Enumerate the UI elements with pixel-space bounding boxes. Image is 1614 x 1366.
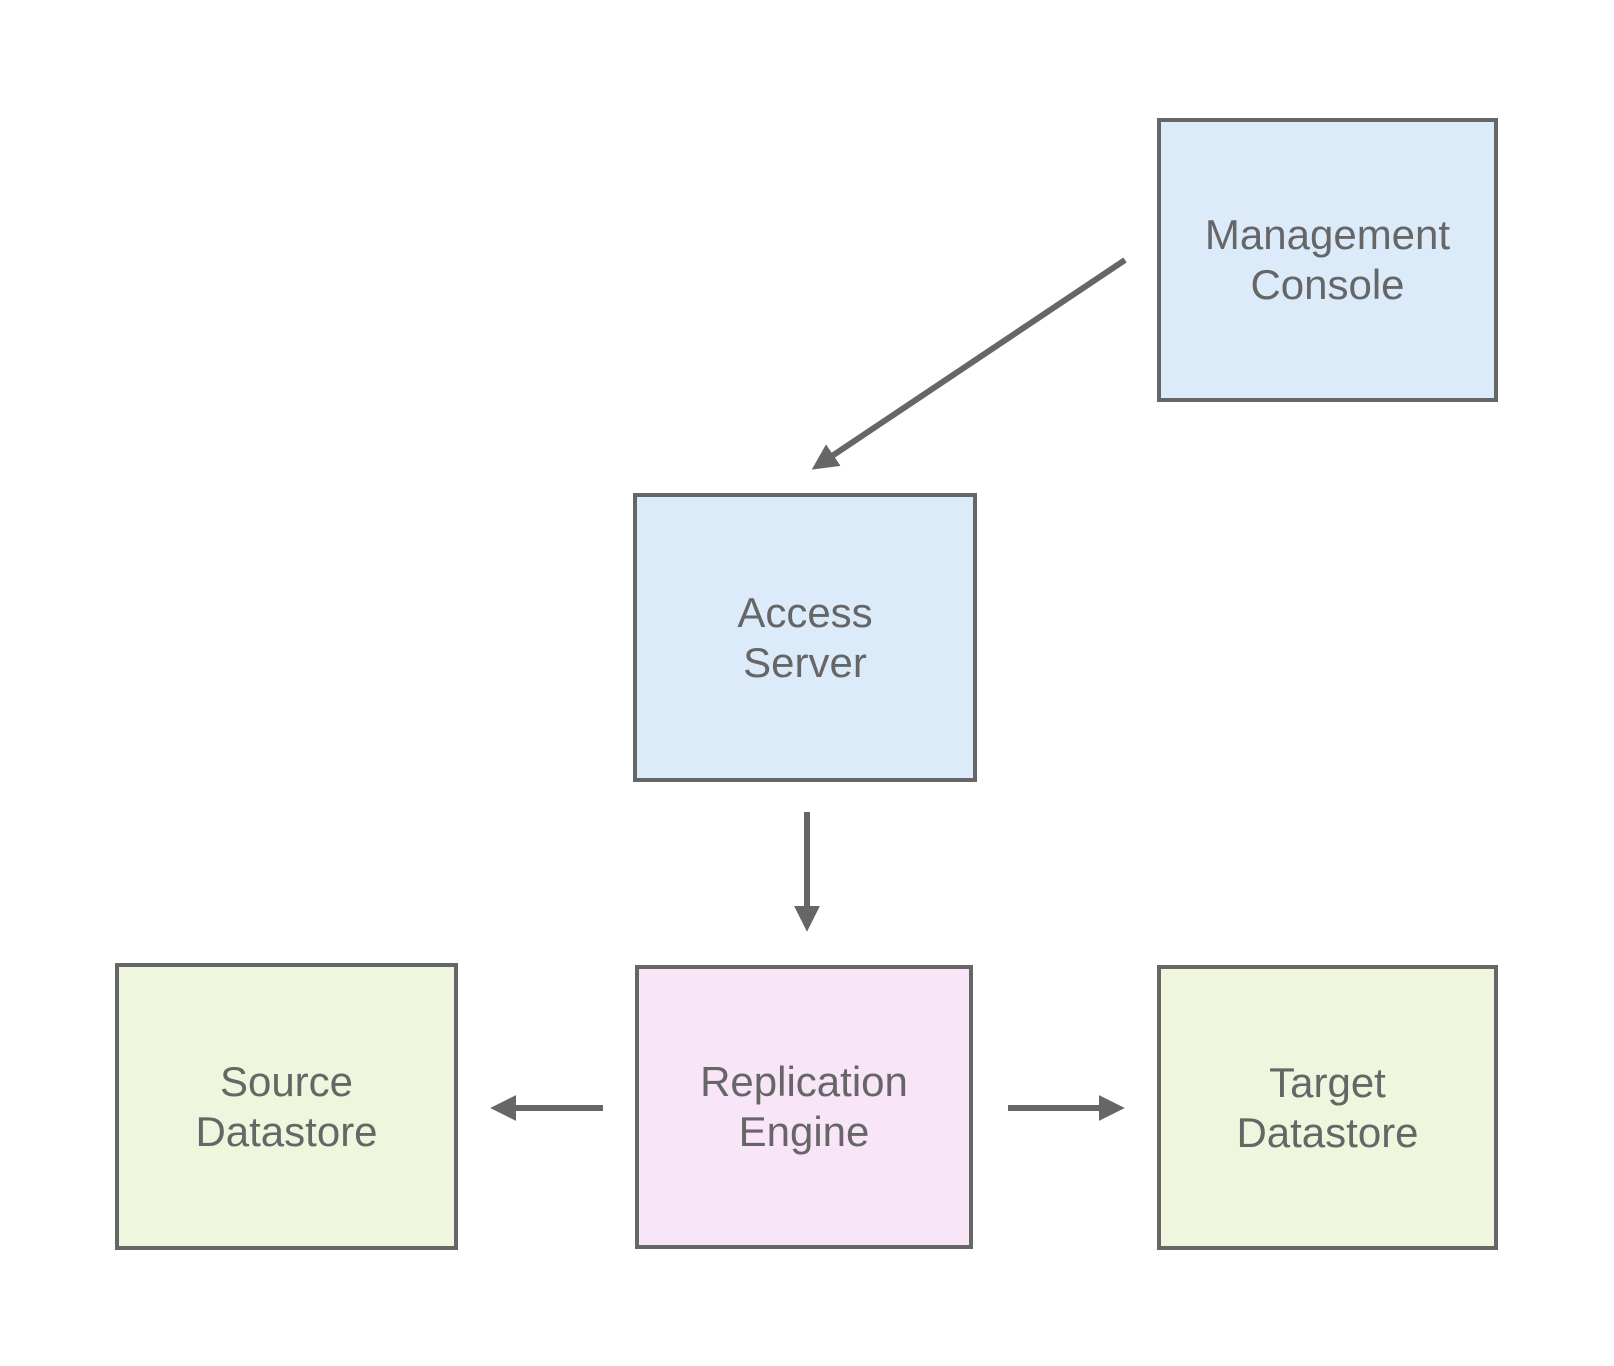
arrow-management-console-to-access-server: [811, 257, 1127, 470]
node-access-server-label: Access Server: [737, 588, 873, 686]
node-replication-engine: Replication Engine: [635, 965, 973, 1249]
node-replication-engine-label: Replication Engine: [700, 1058, 908, 1155]
node-management-console-label: Management Console: [1204, 211, 1451, 308]
node-management-console: Management Console: [1157, 118, 1498, 402]
node-source-datastore-label: Source Datastore: [195, 1057, 378, 1155]
node-access-server: Access Server: [633, 493, 977, 782]
node-target-datastore: Target Datastore: [1157, 965, 1498, 1250]
node-target-datastore-label: Target Datastore: [1236, 1058, 1419, 1156]
node-source-datastore: Source Datastore: [115, 963, 458, 1250]
